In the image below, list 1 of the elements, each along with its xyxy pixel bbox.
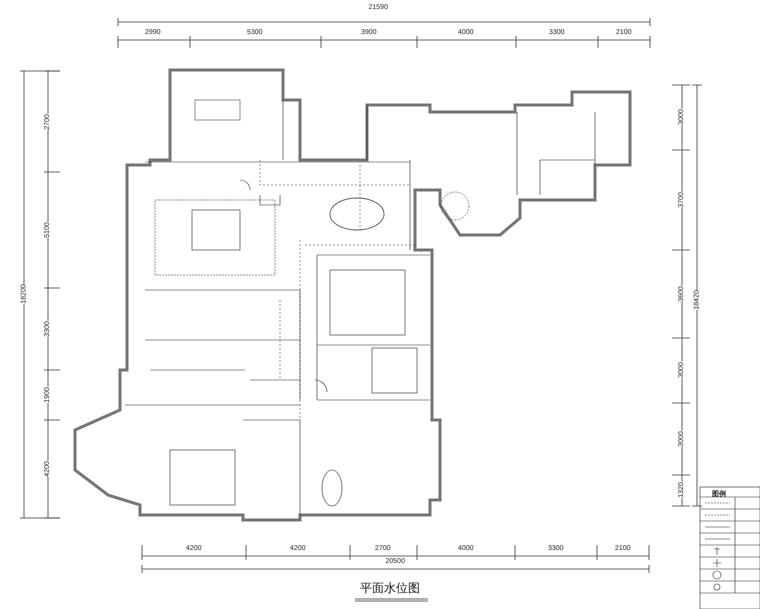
drawing-title: 平面水位图 [360, 580, 420, 597]
